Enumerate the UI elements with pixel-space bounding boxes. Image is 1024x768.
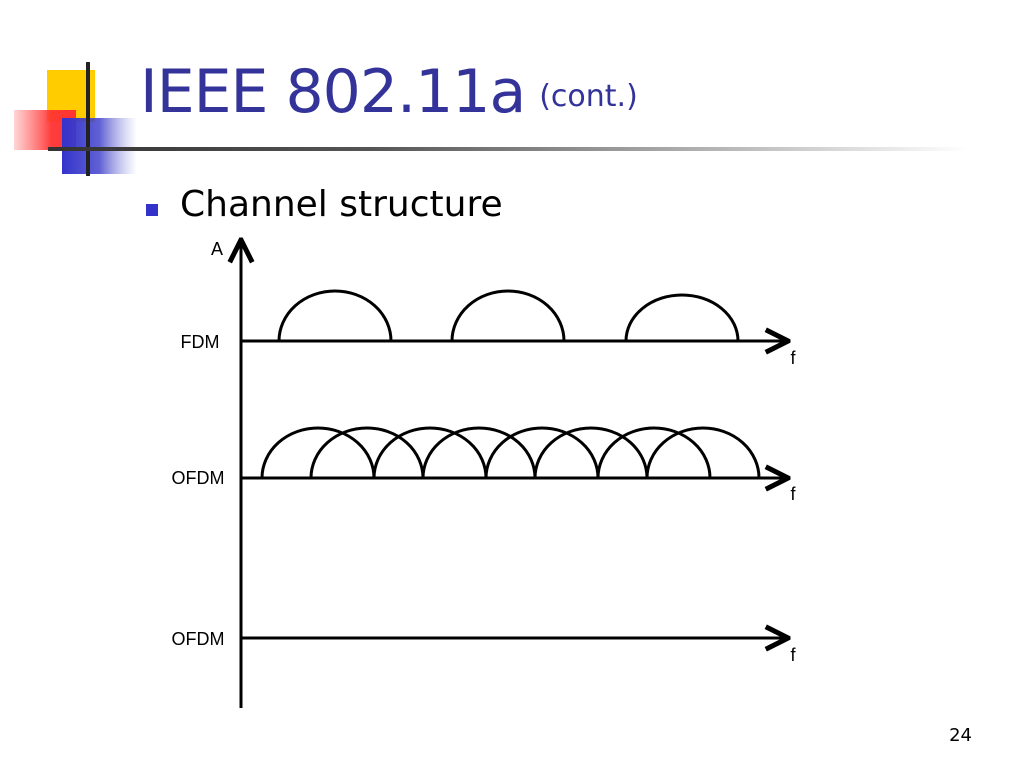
ofdm-subcarrier-7: [596, 426, 712, 479]
fdm-row: FDM f: [181, 289, 796, 368]
logo-blue-square: [62, 118, 137, 174]
ofdm-frequency-label: f: [790, 484, 796, 504]
bullet-marker: [146, 204, 158, 216]
fdm-frequency-label: f: [790, 348, 796, 368]
ofdm-row-label: OFDM: [172, 468, 225, 488]
ofdm-subcarrier-6: [533, 426, 649, 479]
ofdm-subcarrier-2: [309, 426, 425, 479]
fdm-row-label: FDM: [181, 332, 220, 352]
slide-title-main: IEEE 802.11a: [140, 57, 526, 127]
slide-logo: [14, 62, 137, 176]
slide-title: IEEE 802.11a(cont.): [140, 62, 638, 122]
ofdm-row: OFDM f: [172, 426, 796, 504]
fdm-carrier-2: [450, 289, 566, 342]
ofdm-empty-frequency-label: f: [790, 645, 796, 665]
title-underline: [48, 147, 968, 151]
logo-vertical-line: [86, 62, 90, 176]
ofdm-subcarrier-1: [260, 426, 376, 479]
ofdm-subcarrier-8: [645, 426, 761, 479]
ofdm-empty-row-label: OFDM: [172, 629, 225, 649]
ofdm-subcarrier-4: [421, 426, 537, 479]
ofdm-subcarrier-3: [372, 426, 488, 479]
page-number: 24: [949, 725, 972, 746]
bullet-text: Channel structure: [180, 184, 503, 225]
slide-title-suffix: (cont.): [539, 79, 638, 114]
ofdm-subcarrier-5: [484, 426, 600, 479]
amplitude-axis-label: A: [211, 239, 223, 259]
fdm-carrier-1: [277, 289, 393, 342]
ofdm-empty-row: OFDM f: [172, 629, 796, 665]
fdm-carrier-3: [624, 293, 740, 342]
